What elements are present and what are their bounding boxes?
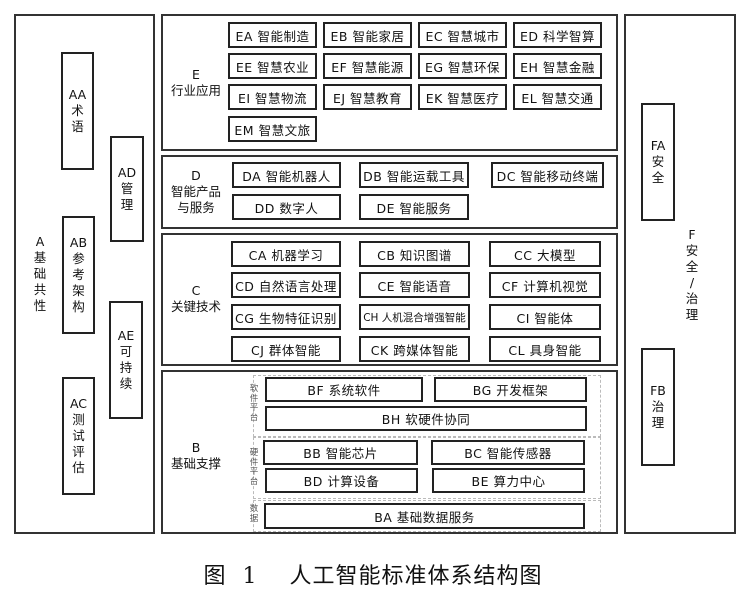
group-software-platform-label: 软 件 平 台 xyxy=(249,384,259,423)
box-bg[interactable]: BG 开发框架 xyxy=(434,377,587,402)
panel-e-title: E 行业应用 xyxy=(164,67,228,99)
panel-e-code: E xyxy=(192,67,200,82)
box-cl[interactable]: CL 具身智能 xyxy=(489,336,601,362)
group-hardware-platform xyxy=(253,437,601,499)
box-ba[interactable]: BA 基础数据服务 xyxy=(264,503,585,529)
box-ch[interactable]: CH 人机混合增强智能 xyxy=(359,304,470,330)
box-bc[interactable]: BC 智能传感器 xyxy=(431,440,585,465)
box-cc[interactable]: CC 大模型 xyxy=(489,241,601,267)
box-eb[interactable]: EB 智能家居 xyxy=(323,22,412,48)
box-ef[interactable]: EF 智慧能源 xyxy=(323,53,412,79)
panel-b-code: B xyxy=(191,440,201,455)
panel-d-code: D xyxy=(191,168,201,183)
box-ae-sustainability[interactable]: AE 可 持 续 xyxy=(109,301,143,419)
box-de[interactable]: DE 智能服务 xyxy=(359,194,469,220)
box-fa-security[interactable]: FA 安 全 xyxy=(641,103,675,221)
box-el[interactable]: EL 智慧交通 xyxy=(513,84,602,110)
panel-c-title: C 关键技术 xyxy=(164,283,228,315)
box-ea[interactable]: EA 智能制造 xyxy=(228,22,317,48)
box-ej[interactable]: EJ 智慧教育 xyxy=(323,84,412,110)
box-bb[interactable]: BB 智能芯片 xyxy=(263,440,418,465)
panel-d-title: D 智能产品 与服务 xyxy=(164,168,228,216)
box-ei[interactable]: EI 智慧物流 xyxy=(228,84,317,110)
box-dd[interactable]: DD 数字人 xyxy=(232,194,341,220)
panel-a-code: A xyxy=(35,234,45,249)
box-bh[interactable]: BH 软硬件协同 xyxy=(265,406,587,431)
box-cf[interactable]: CF 计算机视觉 xyxy=(489,272,601,298)
box-ci[interactable]: CI 智能体 xyxy=(489,304,601,330)
box-eg[interactable]: EG 智慧环保 xyxy=(418,53,507,79)
box-ec[interactable]: EC 智慧城市 xyxy=(418,22,507,48)
box-cd[interactable]: CD 自然语言处理 xyxy=(231,272,341,298)
box-cg[interactable]: CG 生物特征识别 xyxy=(231,304,341,330)
panel-f-code: F xyxy=(688,227,696,242)
panel-c-code: C xyxy=(191,283,201,298)
panel-b-title: B 基础支撑 xyxy=(164,440,228,472)
box-cb[interactable]: CB 知识图谱 xyxy=(359,241,470,267)
group-software-platform xyxy=(253,375,601,437)
box-ee[interactable]: EE 智慧农业 xyxy=(228,53,317,79)
group-hardware-platform-label: 硬 件 平 台 xyxy=(249,448,259,487)
box-ad-management[interactable]: AD 管 理 xyxy=(110,136,144,242)
box-ce[interactable]: CE 智能语音 xyxy=(359,272,470,298)
box-ck[interactable]: CK 跨媒体智能 xyxy=(359,336,470,362)
box-ab-reference-architecture[interactable]: AB 参 考 架 构 xyxy=(62,216,95,334)
box-bf[interactable]: BF 系统软件 xyxy=(265,377,423,402)
panel-a-title: A 基 础 共 性 xyxy=(33,234,47,313)
box-ek[interactable]: EK 智慧医疗 xyxy=(418,84,507,110)
box-dc[interactable]: DC 智能移动终端 xyxy=(491,162,604,188)
box-aa-terminology[interactable]: AA 术 语 xyxy=(61,52,94,170)
box-fb-governance[interactable]: FB 治 理 xyxy=(641,348,675,466)
box-cj[interactable]: CJ 群体智能 xyxy=(231,336,341,362)
box-bd[interactable]: BD 计算设备 xyxy=(265,468,418,493)
group-data xyxy=(253,500,601,532)
box-eh[interactable]: EH 智慧金融 xyxy=(513,53,602,79)
box-be[interactable]: BE 算力中心 xyxy=(432,468,585,493)
box-ca[interactable]: CA 机器学习 xyxy=(231,241,341,267)
box-db[interactable]: DB 智能运载工具 xyxy=(359,162,469,188)
box-ac-testing-evaluation[interactable]: AC 测 试 评 估 xyxy=(62,377,95,495)
box-ed[interactable]: ED 科学智算 xyxy=(513,22,602,48)
box-da[interactable]: DA 智能机器人 xyxy=(232,162,341,188)
group-data-label: 数 据 xyxy=(249,504,259,524)
figure-caption: 图 1 人工智能标准体系结构图 xyxy=(203,564,543,589)
panel-f-title: F 安 全 / 治 理 xyxy=(685,227,699,322)
box-em[interactable]: EM 智慧文旅 xyxy=(228,116,317,142)
